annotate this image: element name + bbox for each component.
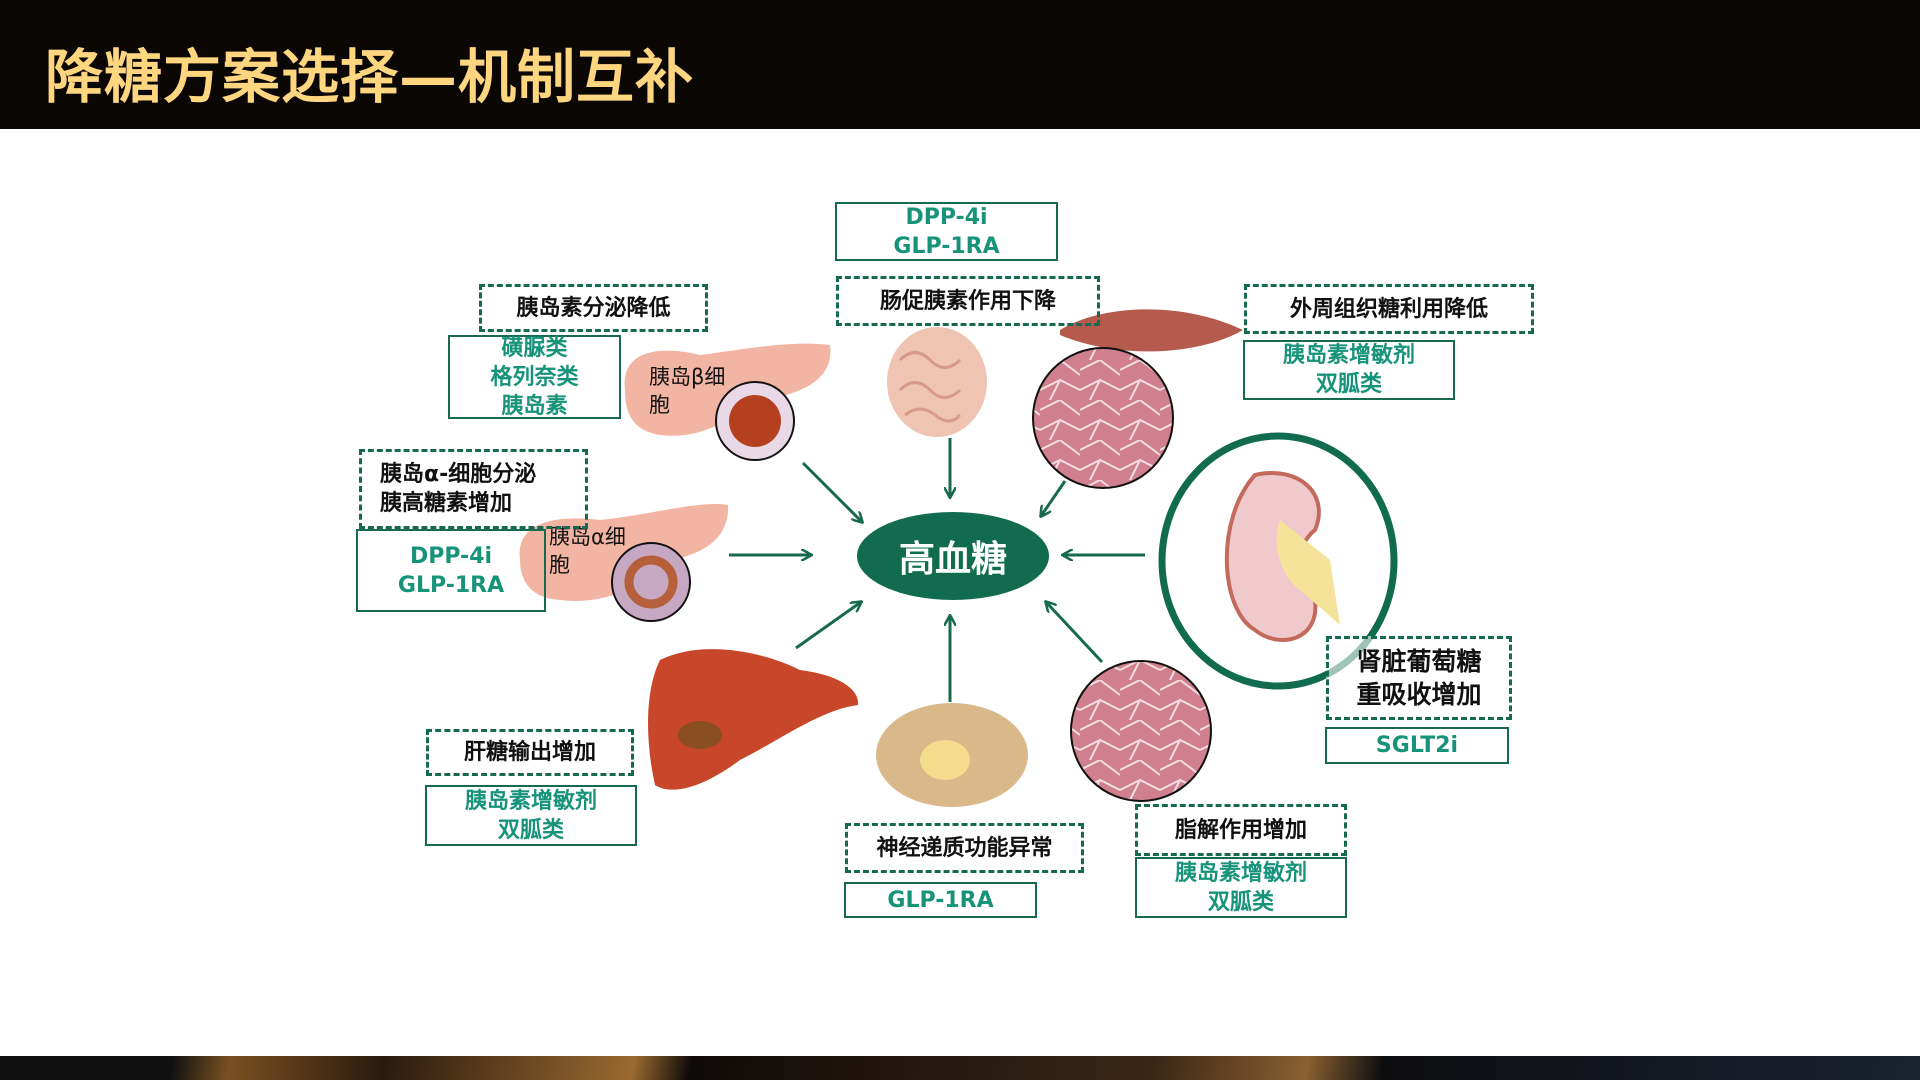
- problem-label: 肝糖输出增加: [463, 740, 596, 765]
- problem-label: 外周组织糖利用降低: [1289, 296, 1488, 322]
- arrow-lipolysis: [1046, 602, 1104, 664]
- drug-label: 胰岛素增敏剂: [1282, 343, 1415, 368]
- footer-decoration: [0, 1056, 1920, 1080]
- arrow-muscle: [1041, 480, 1067, 516]
- muscle-image: [1060, 309, 1243, 352]
- header-bar: 降糖方案选择—机制互补: [0, 0, 1920, 129]
- liver-drugs: 胰岛素增敏剂双胍类: [425, 785, 637, 846]
- kidney-image: [1224, 471, 1321, 642]
- muscle-tissue-circle: [1032, 347, 1174, 489]
- drug-label: 胰岛素增敏剂: [464, 788, 597, 814]
- drug-label: 双胍类: [1207, 889, 1274, 915]
- beta-cell-label: 胰岛β细胞: [649, 365, 726, 417]
- arrow-beta: [801, 461, 862, 522]
- arrows: [729, 438, 1145, 702]
- glucagon-problem: 胰岛α-细胞分泌胰高糖素增加: [359, 449, 588, 529]
- drug-label: DPP-4i: [409, 543, 493, 569]
- drug-label: GLP-1RA: [397, 572, 505, 598]
- drug-label: SGLT2i: [1375, 733, 1459, 758]
- incretin-problem: 肠促胰素作用下降: [836, 276, 1100, 326]
- problem-label: 神经递质功能异常: [876, 835, 1053, 861]
- problem-label: 肾脏葡萄糖: [1356, 647, 1482, 676]
- insulin-secretion-drugs: 磺脲类格列奈类胰岛素: [448, 335, 621, 419]
- neuro-drugs: GLP-1RA: [844, 882, 1037, 918]
- lipolysis-problem: 脂解作用增加: [1135, 804, 1347, 856]
- problem-label: 胰高糖素增加: [380, 491, 513, 516]
- drug-label: 双胍类: [497, 817, 564, 843]
- drug-label: 胰岛素: [501, 393, 568, 419]
- insulin-secretion-problem: 胰岛素分泌降低: [479, 284, 708, 332]
- kidney-problem: 肾脏葡萄糖重吸收增加: [1326, 636, 1512, 720]
- alpha-islet-image: [611, 542, 691, 622]
- drug-label: GLP-1RA: [887, 887, 994, 913]
- drug-label: 磺脲类: [501, 335, 568, 361]
- drug-label: 胰岛素增敏剂: [1174, 860, 1307, 886]
- kidney-drugs: SGLT2i: [1325, 727, 1509, 764]
- kidney-ring: [1158, 432, 1398, 690]
- neuro-problem: 神经递质功能异常: [845, 823, 1084, 873]
- drug-label: DPP-4i: [905, 204, 988, 230]
- problem-label: 胰岛素分泌降低: [516, 295, 671, 321]
- lipolysis-drugs: 胰岛素增敏剂双胍类: [1135, 857, 1347, 918]
- drug-label: 格列奈类: [490, 364, 579, 390]
- alpha-cell-label: 胰岛α细胞: [549, 525, 626, 577]
- problem-label: 肠促胰素作用下降: [879, 288, 1056, 314]
- problem-label: 胰岛α-细胞分泌: [380, 462, 537, 487]
- liver-image: [648, 649, 859, 790]
- adipose-tissue-circle: [1070, 660, 1212, 802]
- pancreas-image: [624, 343, 831, 436]
- drug-label: GLP-1RA: [893, 233, 1000, 259]
- peripheral-problem: 外周组织糖利用降低: [1244, 284, 1534, 334]
- intestine-image: [887, 327, 987, 437]
- liver-problem: 肝糖输出增加: [426, 729, 634, 776]
- arrow-liver: [795, 602, 861, 650]
- peripheral-drugs: 胰岛素增敏剂双胍类: [1243, 340, 1455, 400]
- problem-label: 重吸收增加: [1356, 680, 1482, 709]
- drug-label: 双胍类: [1315, 372, 1382, 397]
- page-title: 降糖方案选择—机制互补: [45, 43, 695, 111]
- hyperglycemia-node: 高血糖: [857, 512, 1049, 600]
- problem-label: 脂解作用增加: [1174, 817, 1307, 843]
